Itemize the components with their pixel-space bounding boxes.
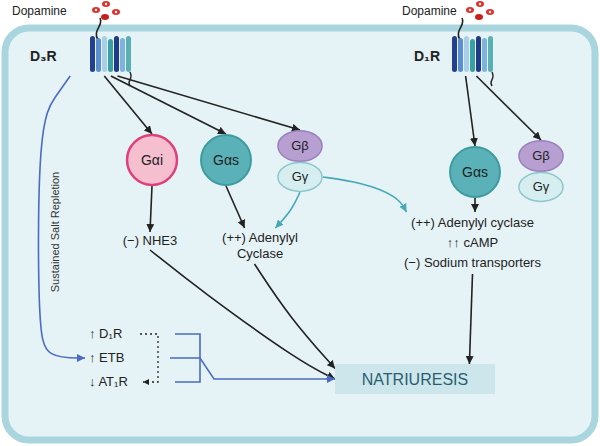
receptor-symbol [90,18,131,86]
node-shape [278,131,322,162]
node-text: D₁R [414,48,440,65]
node-text: ↑ ETB [89,346,124,370]
node-text: NATRIURESIS [362,370,468,389]
connector [275,192,300,228]
g-protein-ellipse: Gγ [277,162,323,192]
connector [38,76,85,358]
dotted-link [140,334,158,382]
effect-text: (++) Adenylyl Cyclase [205,228,315,264]
node-shape [127,135,177,185]
connector [323,177,407,212]
effect-text: (−) NHE3 [100,232,200,250]
connector [118,76,301,130]
connector [170,358,335,379]
node-text: Gαi [141,152,163,169]
connector [111,76,226,134]
connector [226,186,245,228]
connector [474,198,476,212]
connector [469,274,472,364]
signal-label: Dopamine [402,4,457,18]
node-text: Gβ [291,138,309,154]
connector [476,76,541,140]
node-text: Gβ [532,148,550,164]
connector [466,76,475,146]
node-text: (++) Adenylyl Cyclase [209,230,311,262]
signal-label: Dopamine [12,4,67,18]
g-protein-circle: Gαs [200,134,252,186]
dopamine-molecules [466,1,494,20]
node-text: Gαs [462,164,488,181]
node-shape [519,173,563,202]
cell-membrane [5,28,595,440]
node-text: (++) Adenylyl cyclase [411,213,534,233]
g-protein-circle: Gαs [449,146,501,198]
factor-list: ↑ D₁R↑ ETB↓ AT₁R [85,322,170,394]
edge-label: Sustained Salt Repletion [49,172,61,292]
receptor-symbol [452,18,493,86]
g-protein-ellipse: Gβ [277,130,323,162]
node-text: (−) NHE3 [123,233,178,249]
node-shape [450,147,500,197]
node-text: D₃R [30,48,57,65]
receptor: D₃R [24,36,134,76]
effect-text: (++) Adenylyl cyclase↑↑ cAMP(−) Sodium t… [390,212,555,274]
g-protein-ellipse: Gγ [518,172,564,202]
node-text: ↑ D₁R [89,322,122,346]
connector [255,264,336,369]
node-shape [519,141,563,172]
dopamine-molecules [92,1,120,20]
g-protein-circle: Gαi [126,134,178,186]
receptor: D₁R [408,36,498,76]
node-shape [201,135,251,185]
node-shape [278,163,322,192]
node-text: ↓ AT₁R [89,370,128,394]
g-protein-ellipse: Gβ [518,140,564,172]
outcome-box: NATRIURESIS [335,364,495,394]
node-text: Gγ [292,169,309,185]
node-text: (−) Sodium transporters [404,253,541,273]
node-text: ↑↑ cAMP [447,233,498,253]
node-text: Gαs [213,152,239,169]
connector [150,250,335,379]
node-text: Gγ [533,179,550,195]
connector [150,186,152,232]
